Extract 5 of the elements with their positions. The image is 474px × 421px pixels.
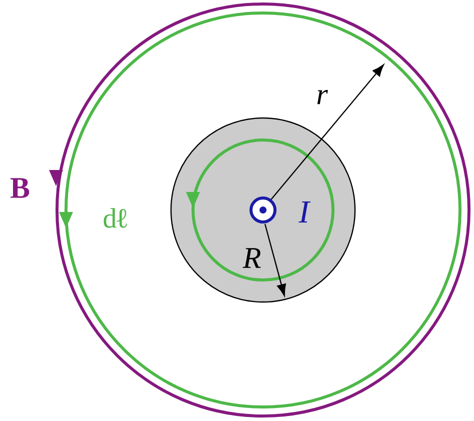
field-label: B	[10, 178, 30, 198]
radius-label: r	[317, 90, 328, 104]
line-element-label: dℓ	[104, 208, 127, 228]
radius-label: R	[242, 248, 261, 268]
current-label: I	[298, 202, 311, 222]
